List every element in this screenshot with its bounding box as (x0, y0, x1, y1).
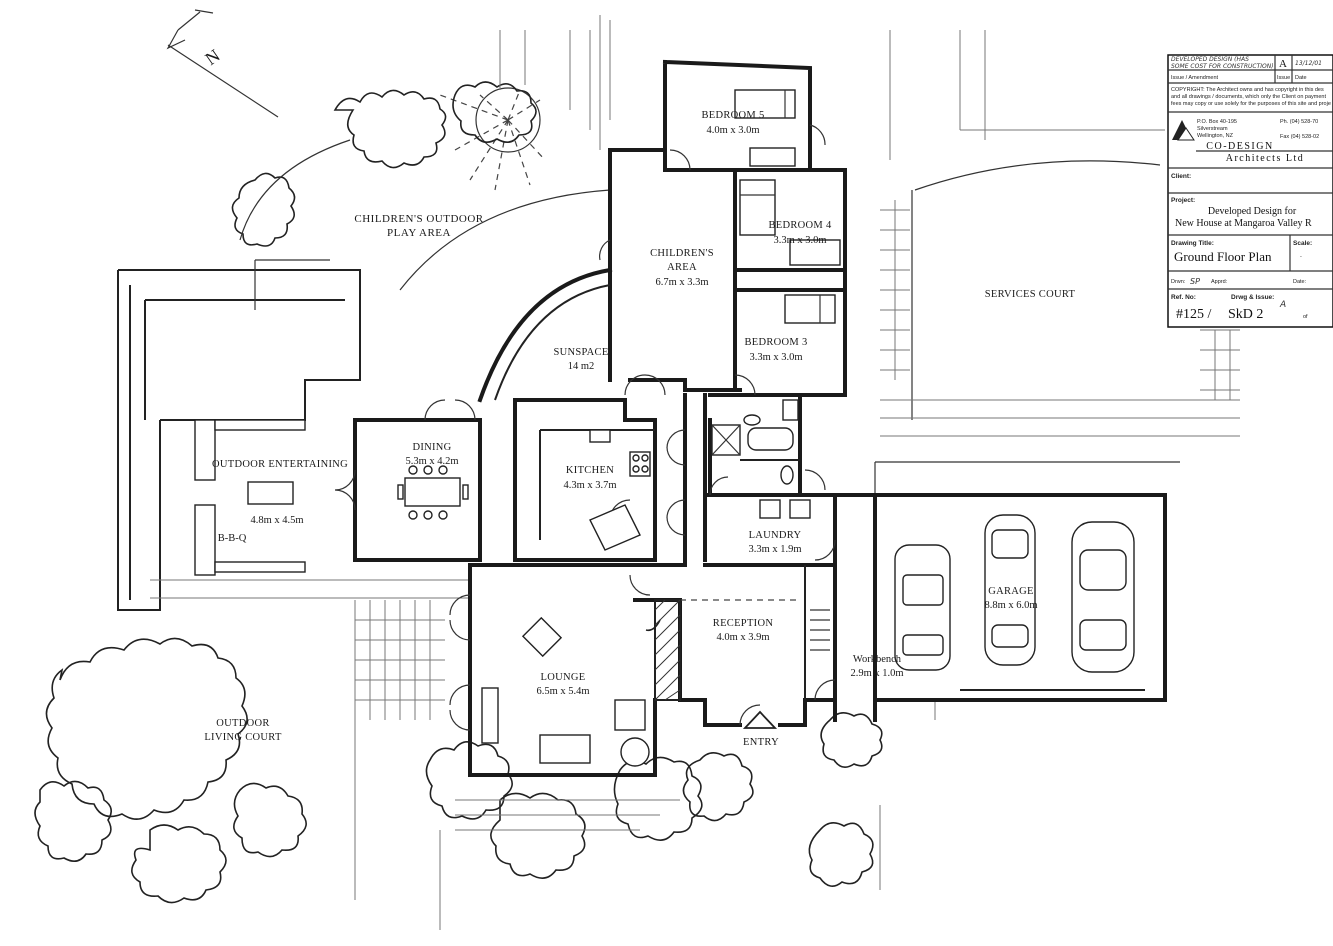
dwg-value: SkD 2 (1228, 307, 1263, 322)
workbench-dims: 2.9m x 1.0m (850, 668, 903, 679)
firm-fax: Fax (04) 528-02 (1280, 134, 1319, 140)
garage-cars (894, 514, 1135, 673)
title-block: DEVELOPED DESIGN (HAS SOME COST FOR CONS… (1167, 54, 1333, 328)
bedroom3-dims: 3.3m x 3.0m (749, 352, 802, 363)
north-arrow: N (166, 9, 279, 118)
bedroom4-label: BEDROOM 4 (768, 220, 832, 231)
bedroom4-dims: 3.3m x 3.0m (773, 235, 826, 246)
firm-name-1: CO-DESIGN (1206, 141, 1273, 152)
issue-amendment-label: Issue / Amendment (1171, 75, 1219, 81)
revision-issue: A (1279, 58, 1287, 70)
date2-label: Date: (1293, 279, 1307, 285)
bedroom3-label: BEDROOM 3 (744, 337, 807, 348)
ref-value: #125 / (1176, 307, 1212, 322)
reception-dims: 4.0m x 3.9m (716, 632, 769, 643)
copyright-line-1: COPYRIGHT: The Architect owns and has co… (1171, 87, 1324, 93)
childrens-area-dims: 6.7m x 3.3m (655, 277, 708, 288)
project-line-2: New House at Mangaroa Valley R (1175, 218, 1312, 229)
copyright-line-2: and all drawings / documents, which only… (1171, 94, 1326, 100)
entry-label: ENTRY (743, 737, 779, 748)
entry-arrow-icon (742, 710, 778, 729)
play-area-sun-fan (439, 87, 546, 191)
door-swings (334, 124, 836, 731)
ref-label: Ref. No: (1171, 294, 1196, 301)
laundry-dims: 3.3m x 1.9m (748, 544, 801, 555)
childrens-outdoor-label-1: CHILDREN'S OUTDOOR (354, 213, 483, 225)
issue-label: Issue (1277, 75, 1290, 81)
dwg-label: Drwg & Issue: (1231, 294, 1274, 301)
of-label: of (1303, 314, 1308, 320)
car-right (1071, 521, 1135, 673)
scale-value: - (1300, 254, 1302, 260)
bedroom5-label: BEDROOM 5 (701, 110, 764, 121)
fireplace-hatch (654, 599, 681, 701)
drawn-value: SP (1190, 277, 1200, 286)
outdoor-entertaining-dims: 4.8m x 4.5m (250, 515, 303, 526)
firm-logo-icon (1172, 120, 1195, 141)
car-left (894, 544, 951, 671)
firm-city: Wellington, NZ (1197, 133, 1234, 139)
date-label: Date (1295, 75, 1307, 81)
revision-note-1: DEVELOPED DESIGN (HAS (1171, 56, 1249, 63)
dining-label: DINING (412, 442, 451, 453)
lounge-dims: 6.5m x 5.4m (536, 686, 589, 697)
sunspace-label: SUNSPACE (553, 347, 608, 358)
project-line-1: Developed Design for (1208, 206, 1297, 217)
drawn-label: Drwn: (1171, 279, 1186, 285)
outdoor-living-label-2: LIVING COURT (204, 732, 282, 743)
lounge-label: LOUNGE (541, 672, 586, 683)
dining-dims: 5.3m x 4.2m (405, 456, 458, 467)
childrens-area-label-2: AREA (667, 262, 697, 273)
bbq-label: B-B-Q (218, 533, 247, 544)
garage-label: GARAGE (988, 586, 1034, 597)
issue-value: A (1279, 300, 1286, 310)
site-lines (117, 15, 1240, 930)
kitchen-label: KITCHEN (566, 465, 614, 476)
kitchen-dims: 4.3m x 3.7m (563, 480, 616, 491)
furniture (194, 89, 841, 767)
firm-phone: Ph. (04) 528-70 (1280, 119, 1318, 125)
firm-name-2: Architects Ltd (1226, 153, 1304, 164)
outdoor-living-label-1: OUTDOOR (216, 718, 269, 729)
childrens-outdoor-label-2: PLAY AREA (387, 227, 451, 239)
building-walls (353, 59, 1167, 777)
north-label: N (201, 45, 223, 69)
childrens-area-label-1: CHILDREN'S (650, 248, 714, 259)
scale-label: Scale: (1293, 240, 1312, 247)
sunspace-dims: 14 m2 (568, 361, 595, 372)
project-label: Project: (1171, 197, 1195, 204)
car-middle (984, 514, 1036, 666)
outdoor-entertaining-label: OUTDOOR ENTERTAINING (212, 459, 348, 470)
approved-label: Apprd: (1211, 279, 1228, 285)
firm-po-box: P.O. Box 40-195 (1197, 119, 1237, 125)
laundry-label: LAUNDRY (749, 530, 802, 541)
client-label: Client: (1171, 173, 1191, 180)
revision-date: 13/12/01 (1295, 60, 1322, 67)
firm-suburb: Silverstream (1197, 126, 1228, 132)
drawing-title: Ground Floor Plan (1174, 249, 1272, 264)
drawing-title-label: Drawing Title: (1171, 240, 1214, 247)
workbench-label: Workbench (853, 654, 902, 665)
reception-label: RECEPTION (713, 618, 774, 629)
bedroom5-dims: 4.0m x 3.0m (706, 125, 759, 136)
room-labels: BEDROOM 5 4.0m x 3.0m BEDROOM 4 3.3m x 3… (204, 110, 1075, 748)
copyright-line-3: fees may copy or use solely for the purp… (1171, 101, 1331, 107)
services-court-label: SERVICES COURT (985, 289, 1076, 300)
garage-dims: 8.8m x 6.0m (984, 600, 1037, 611)
revision-note-2: SOME COST FOR CONSTRUCTION) (1171, 63, 1274, 70)
